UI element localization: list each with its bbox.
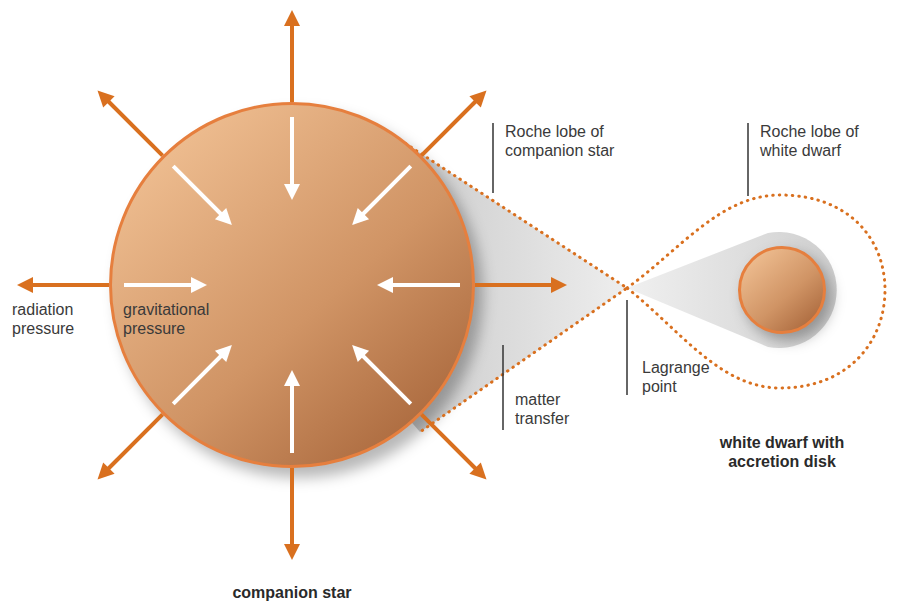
leader-lines <box>493 123 748 430</box>
lobe-label: Roche lobe of white dwarf <box>760 122 880 160</box>
pressure-label: gravitational pressure <box>123 300 233 338</box>
companion-star: gravitational pressurecompanion star <box>109 102 475 468</box>
lobe-label: Roche lobe of companion star <box>505 122 635 160</box>
star-disc <box>738 246 826 334</box>
gravity-arrows <box>124 117 460 453</box>
star-name: companion star <box>109 583 475 602</box>
star-outline <box>111 104 474 467</box>
radiation-arrows <box>17 10 567 560</box>
star-disc <box>109 102 475 468</box>
point-label: Lagrange point <box>642 358 722 396</box>
accretion-stream <box>627 232 837 348</box>
star-name: white dwarf with accretion disk <box>697 433 867 471</box>
stream-label: matter transfer <box>515 390 590 428</box>
pressure-label: radiation pressure <box>12 300 97 338</box>
white-dwarf: white dwarf with accretion disk <box>738 246 826 334</box>
star-outline <box>740 248 825 333</box>
